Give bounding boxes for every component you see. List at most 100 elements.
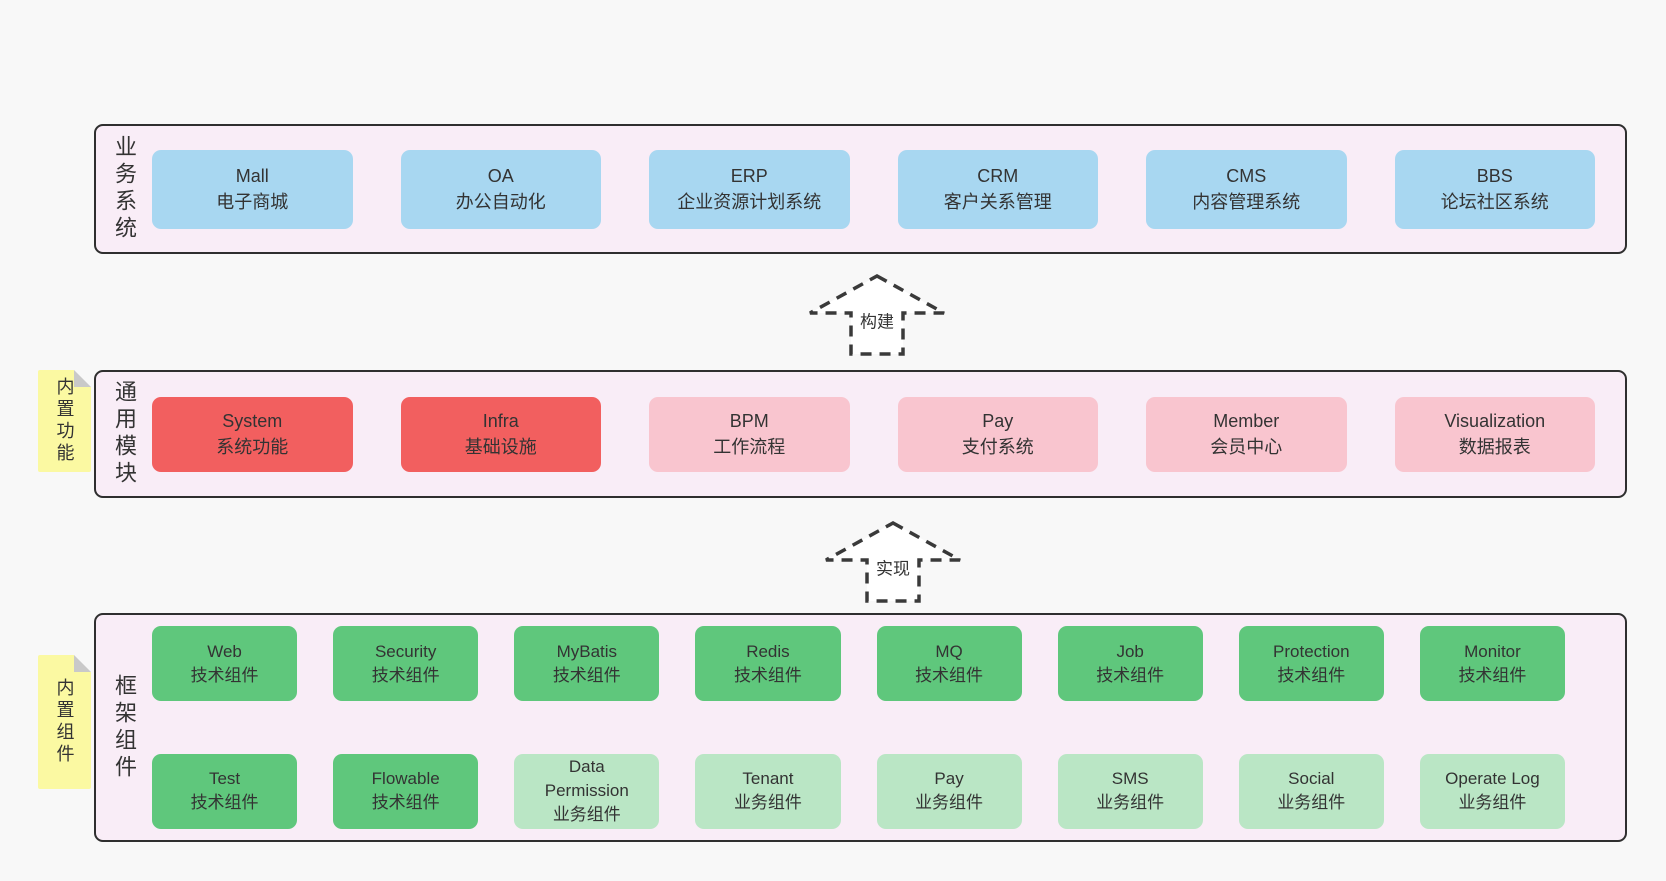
box-operate-log: Operate Log 业务组件 — [1419, 753, 1565, 829]
box-bpm: BPM 工作流程 — [649, 396, 850, 472]
box-data-permission: Data Permission 业务组件 — [514, 753, 660, 829]
box-name: BBS — [1476, 166, 1513, 186]
box-name: Data Permission — [544, 757, 629, 801]
box-name: OA — [487, 166, 514, 186]
box-system: System 系统功能 — [152, 396, 353, 472]
box-desc: 技术组件 — [371, 665, 440, 685]
box-name: CRM — [977, 166, 1019, 186]
box-desc: 电子商城 — [216, 192, 289, 212]
box-desc: 数据报表 — [1458, 437, 1531, 457]
box-name: Job — [1116, 641, 1144, 661]
box-name: Mall — [235, 166, 269, 186]
panel-framework-label: 框架组件 — [112, 673, 137, 782]
implement-arrow-label: 实现 — [876, 559, 910, 579]
box-desc: 企业资源计划系统 — [677, 192, 822, 212]
box-desc: 技术组件 — [371, 793, 440, 813]
box-crm: CRM 客户关系管理 — [897, 149, 1098, 229]
box-desc: 支付系统 — [961, 437, 1034, 457]
box-protection: Protection 技术组件 — [1238, 626, 1384, 702]
box-erp: ERP 企业资源计划系统 — [649, 149, 850, 229]
box-name: System — [222, 411, 283, 431]
box-job: Job 技术组件 — [1057, 626, 1203, 702]
box-test: Test 技术组件 — [152, 753, 298, 829]
box-desc: 业务组件 — [552, 805, 621, 825]
box-desc: 技术组件 — [1096, 665, 1165, 685]
box-name: Web — [207, 641, 242, 661]
box-visualization: Visualization 数据报表 — [1394, 396, 1595, 472]
box-name: Security — [374, 641, 437, 661]
box-desc: 业务组件 — [1458, 793, 1527, 813]
box-cms: CMS 内容管理系统 — [1146, 149, 1347, 229]
box-desc: 技术组件 — [190, 665, 259, 685]
box-desc: 会员中心 — [1210, 437, 1283, 457]
box-desc: 基础设施 — [464, 437, 537, 457]
box-infra: Infra 基础设施 — [400, 396, 601, 472]
box-name: MyBatis — [556, 641, 618, 661]
box-desc: 业务组件 — [733, 793, 802, 813]
box-name: Test — [208, 769, 241, 789]
box-name: ERP — [730, 166, 768, 186]
box-pay: Pay 业务组件 — [876, 753, 1022, 829]
dashed-up-arrow-icon — [825, 521, 961, 603]
panel-business-label: 业务系统 — [112, 135, 137, 243]
box-mybatis: MyBatis 技术组件 — [514, 626, 660, 702]
box-name: Protection — [1273, 641, 1350, 661]
box-sms: SMS 业务组件 — [1057, 753, 1203, 829]
box-name: Redis — [746, 641, 790, 661]
box-name: Operate Log — [1445, 769, 1540, 789]
box-name: Member — [1213, 411, 1280, 431]
box-desc: 业务组件 — [1096, 793, 1165, 813]
box-desc: 技术组件 — [552, 665, 621, 685]
box-desc: 业务组件 — [915, 793, 984, 813]
box-name: MQ — [935, 641, 963, 661]
box-desc: 工作流程 — [713, 437, 786, 457]
box-name: Visualization — [1444, 411, 1546, 431]
box-desc: 论坛社区系统 — [1440, 192, 1549, 212]
box-desc: 内容管理系统 — [1192, 192, 1301, 212]
modules-box-row: System 系统功能 Infra 基础设施 BPM 工作流程 Pay 支付系统 Member 会… — [152, 372, 1625, 496]
panel-common-modules: 通用模块 System 系统功能 Infra 基础设施 BPM 工作流程 Pay 支付系统 Me… — [94, 370, 1627, 498]
dashed-up-arrow-icon — [809, 274, 945, 356]
box-desc: 客户关系管理 — [943, 192, 1052, 212]
box-name: Infra — [482, 411, 519, 431]
box-tenant: Tenant 业务组件 — [695, 753, 841, 829]
box-desc: 办公自动化 — [455, 192, 546, 212]
sticky-built-in-features: 内置功能 — [38, 370, 91, 472]
box-oa: OA 办公自动化 — [400, 149, 601, 229]
implement-arrow: 实现 — [822, 519, 964, 605]
panel-business-systems: 业务系统 Mall 电子商城 OA 办公自动化 ERP 企业资源计划系统 CRM 客户关系管理… — [94, 124, 1627, 254]
box-name: SMS — [1111, 769, 1149, 789]
box-member: Member 会员中心 — [1146, 396, 1347, 472]
box-desc: 技术组件 — [190, 793, 259, 813]
box-name: BPM — [729, 411, 769, 431]
box-web: Web 技术组件 — [152, 626, 298, 702]
box-desc: 技术组件 — [1277, 665, 1346, 685]
sticky-built-in-features-label: 内置功能 — [54, 377, 75, 465]
box-bbs: BBS 论坛社区系统 — [1394, 149, 1595, 229]
box-name: Tenant — [742, 769, 794, 789]
box-security: Security 技术组件 — [333, 626, 479, 702]
box-name: Pay — [982, 411, 1014, 431]
box-desc: 业务组件 — [1277, 793, 1346, 813]
box-mall: Mall 电子商城 — [152, 149, 353, 229]
box-desc: 系统功能 — [216, 437, 289, 457]
box-desc: 技术组件 — [733, 665, 802, 685]
box-name: CMS — [1226, 166, 1267, 186]
box-redis: Redis 技术组件 — [695, 626, 841, 702]
box-desc: 技术组件 — [1458, 665, 1527, 685]
build-arrow: 构建 — [806, 272, 948, 358]
build-arrow-label: 构建 — [860, 312, 894, 332]
sticky-built-in-components-label: 内置组件 — [54, 678, 75, 766]
sticky-built-in-components: 内置组件 — [38, 655, 91, 789]
panel-modules-label: 通用模块 — [112, 380, 137, 488]
box-name: Pay — [934, 769, 964, 789]
